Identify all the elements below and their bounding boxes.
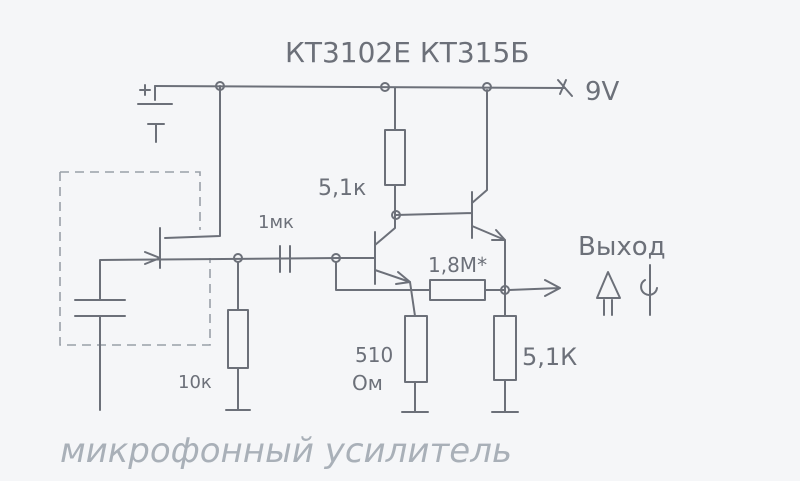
transistor-kt3102 [339,87,429,413]
r-collector-label: 5,1к [318,176,366,201]
supply-label: 9V [585,77,620,107]
output-label: Выход [578,232,666,262]
r-mic-label: 10к [178,372,212,393]
microphone-symbol [59,85,341,411]
battery-symbol [137,84,173,143]
output-arrow [508,264,658,316]
resistor-10k [225,253,251,411]
r-emitter-label: 510 [355,343,393,367]
supply-rail [154,79,573,97]
capacitor-label: 1мк [258,212,294,233]
r-output-label: 5,1К [522,343,577,371]
r-feedback-label: 1,8М* [428,253,487,277]
r-emitter-unit: Ом [352,371,383,395]
caption: микрофонный усилитель [60,431,512,471]
transistor-labels: КТ3102Е КТ315Б [285,36,529,69]
transistor-kt315 [395,89,519,413]
